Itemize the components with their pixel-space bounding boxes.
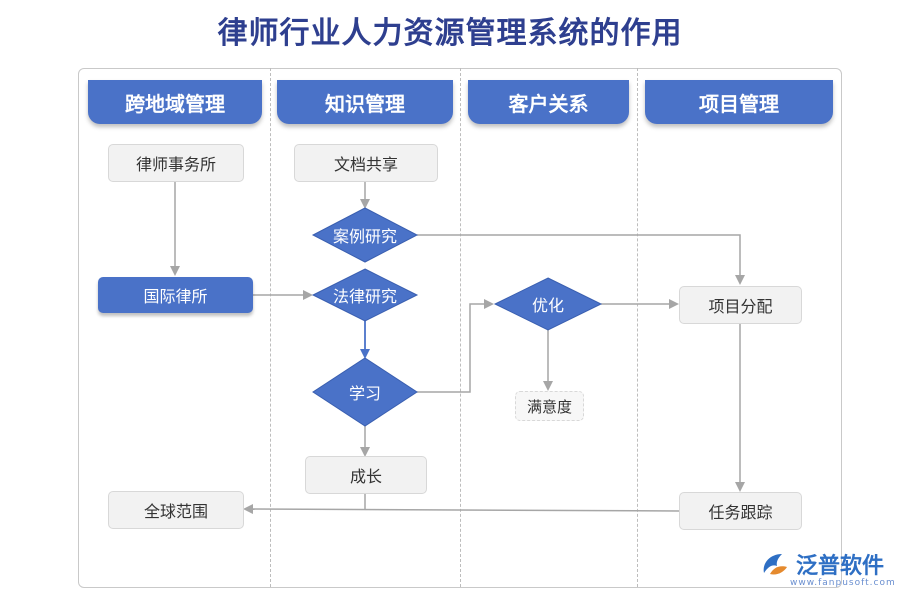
node-task-track: 任务跟踪 <box>679 492 802 530</box>
lane-divider <box>270 68 271 587</box>
decision-case-study <box>311 207 419 263</box>
arrow-learn-to-optimize <box>417 299 494 393</box>
decision-law-study <box>311 268 419 322</box>
node-project-assign: 项目分配 <box>679 286 802 324</box>
lane-header-client: 客户关系 <box>468 80 629 124</box>
node-global: 全球范围 <box>108 491 244 529</box>
diagram-title: 律师行业人力资源管理系统的作用 <box>217 16 683 51</box>
node-intl-firm: 国际律所 <box>98 277 253 313</box>
lane-header-knowledge: 知识管理 <box>277 80 453 124</box>
label-learning: 学习 <box>348 384 381 403</box>
label-optimize: 优化 <box>531 296 564 315</box>
fanpu-logo-icon <box>763 554 787 575</box>
label-law-study: 法律研究 <box>332 287 397 306</box>
decision-learning <box>312 357 418 427</box>
label-case-study: 案例研究 <box>332 227 397 246</box>
node-satisfaction: 满意度 <box>515 391 584 421</box>
decision-optimize <box>493 277 603 331</box>
node-doc-share: 文档共享 <box>294 144 438 182</box>
lane-header-cross-region: 跨地域管理 <box>88 80 262 124</box>
arrow-case-to-assign <box>417 234 745 285</box>
brand-logo: 泛普软件 <box>760 548 884 580</box>
arrow-track-to-global <box>243 504 680 515</box>
lane-header-project: 项目管理 <box>645 80 833 124</box>
node-growth: 成长 <box>305 456 427 494</box>
lane-divider <box>460 68 461 587</box>
logo-url: www.fanpusoft.com <box>790 578 896 588</box>
logo-name: 泛普软件 <box>796 554 885 579</box>
lane-divider <box>637 68 638 587</box>
node-law-firm: 律师事务所 <box>108 144 244 182</box>
